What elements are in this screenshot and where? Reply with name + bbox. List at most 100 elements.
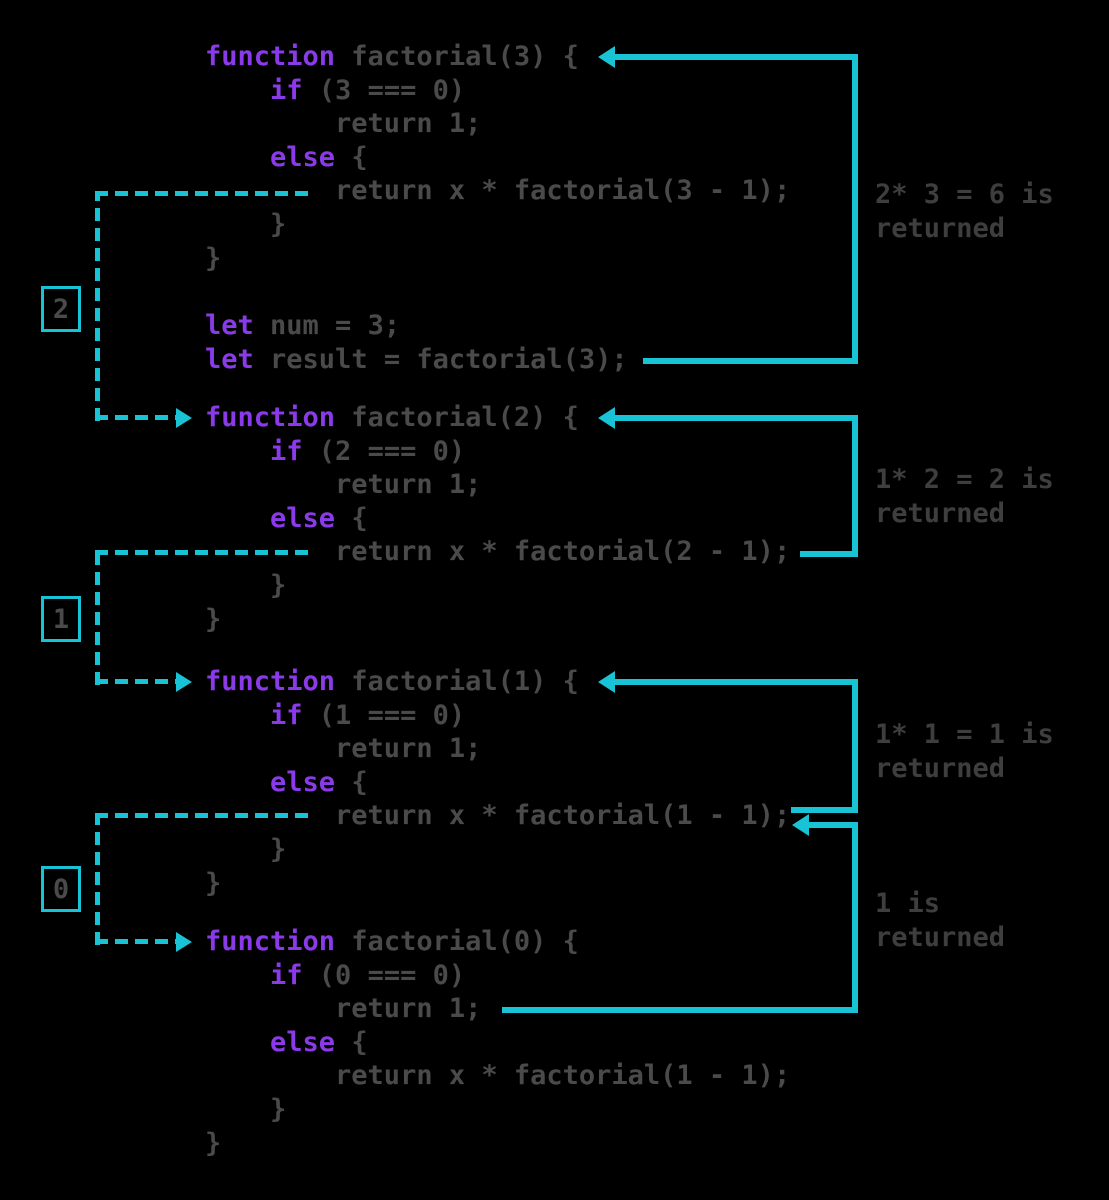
code-line: } <box>205 867 790 901</box>
code-line: function factorial(1) { <box>205 665 790 699</box>
code-line: function factorial(2) { <box>205 401 790 435</box>
annotation-return-1: 1* 1 = 1 is returned <box>875 718 1054 785</box>
annotation-return-1-line1: 1* 1 = 1 is <box>875 719 1054 750</box>
arrowhead-left-icon <box>792 814 809 836</box>
code-token: } <box>205 833 287 865</box>
code-token <box>205 767 270 798</box>
return-arrow-factorial-1-segment <box>852 679 858 813</box>
code-token: factorial(3) { <box>335 41 579 72</box>
annotation-return-base-line2: returned <box>875 921 1006 953</box>
code-block-factorial-3: function factorial(3) { if (3 === 0) ret… <box>205 40 790 275</box>
keyword-token: function <box>205 666 336 697</box>
annotation-return-2-line2: returned <box>875 497 1006 529</box>
keyword-token: if <box>270 435 303 467</box>
arrowhead-right-icon <box>176 932 192 952</box>
code-token: (0 === 0) <box>302 959 466 991</box>
code-token: return x * factorial(1 - 1); <box>205 800 791 832</box>
annotation-return-6-line1: 2* 3 = 6 is <box>875 179 1054 210</box>
code-token: } <box>205 1127 222 1159</box>
code-line: return 1; <box>205 468 790 502</box>
call-arrow-factorial-1-segment <box>95 679 176 684</box>
code-line: } <box>205 833 790 867</box>
code-line: if (0 === 0) <box>205 959 790 993</box>
return-arrow-factorial-1-segment <box>615 679 852 685</box>
call-arrow-factorial-1-segment <box>95 550 100 685</box>
code-token: return x * factorial(3 - 1); <box>205 175 791 207</box>
depth-badge-0-label: 0 <box>52 873 70 905</box>
annotation-return-2: 1* 2 = 2 is returned <box>875 463 1054 530</box>
code-block-main-calls: let num = 3;let result = factorial(3); <box>205 309 628 376</box>
return-arrow-factorial-2-segment <box>615 415 852 421</box>
return-arrow-factorial-0-segment <box>808 822 858 828</box>
code-token: } <box>205 569 287 601</box>
code-line: else { <box>205 1026 790 1060</box>
return-arrow-factorial-1-segment <box>791 807 858 813</box>
code-line: } <box>205 569 790 603</box>
code-token: (1 === 0) <box>302 699 466 731</box>
arrowhead-left-icon <box>598 407 615 429</box>
code-line: if (1 === 0) <box>205 699 790 733</box>
keyword-token: else <box>270 141 336 173</box>
code-token <box>205 75 270 106</box>
code-line: } <box>205 603 790 637</box>
code-block-factorial-1: function factorial(1) { if (1 === 0) ret… <box>205 665 790 900</box>
keyword-token: else <box>270 1026 336 1058</box>
annotation-return-2-line1: 1* 2 = 2 is <box>875 464 1054 495</box>
code-block-factorial-2: function factorial(2) { if (2 === 0) ret… <box>205 401 790 636</box>
code-line: if (2 === 0) <box>205 435 790 469</box>
code-token: } <box>205 208 287 240</box>
code-token: (3 === 0) <box>302 74 466 106</box>
code-token <box>205 1027 270 1058</box>
code-token: factorial(1) { <box>335 666 579 697</box>
keyword-token: if <box>270 74 303 106</box>
call-arrow-factorial-2-segment <box>95 415 176 420</box>
code-token <box>205 503 270 534</box>
code-token <box>205 960 270 991</box>
arrowhead-left-icon <box>598 46 615 68</box>
return-arrow-factorial-3-segment <box>615 54 852 60</box>
depth-badge-2-label: 2 <box>52 293 70 325</box>
code-token: return 1; <box>205 993 482 1025</box>
code-token: return 1; <box>205 733 482 765</box>
code-line: } <box>205 1093 790 1127</box>
arrowhead-right-icon <box>176 672 192 692</box>
depth-badge-0: 0 <box>41 866 81 912</box>
call-arrow-factorial-1-segment <box>95 550 311 555</box>
code-line: return x * factorial(1 - 1); <box>205 1059 790 1093</box>
code-line: function factorial(0) { <box>205 925 790 959</box>
code-line: return 1; <box>205 732 790 766</box>
code-token: return x * factorial(2 - 1); <box>205 536 791 568</box>
code-token: (2 === 0) <box>302 435 466 467</box>
code-line: function factorial(3) { <box>205 40 790 74</box>
code-token: { <box>335 766 368 798</box>
arrowhead-left-icon <box>598 671 615 693</box>
arrowhead-right-icon <box>176 408 192 428</box>
code-line: return x * factorial(2 - 1); <box>205 535 790 569</box>
return-arrow-factorial-3-segment <box>852 54 858 364</box>
code-line: let num = 3; <box>205 309 628 343</box>
depth-badge-2: 2 <box>41 286 81 332</box>
keyword-token: if <box>270 699 303 731</box>
annotation-return-6: 2* 3 = 6 is returned <box>875 178 1054 245</box>
code-token: num = 3; <box>253 310 401 341</box>
return-arrow-factorial-0-segment <box>852 822 858 1013</box>
code-token: return 1; <box>205 469 482 501</box>
code-token: { <box>335 1026 368 1058</box>
keyword-token: else <box>270 766 336 798</box>
depth-badge-1: 1 <box>41 596 81 642</box>
call-arrow-factorial-0-segment <box>95 813 100 945</box>
code-block-factorial-0: function factorial(0) { if (0 === 0) ret… <box>205 925 790 1160</box>
code-line: return x * factorial(1 - 1); <box>205 799 790 833</box>
code-line: else { <box>205 766 790 800</box>
code-token: { <box>335 502 368 534</box>
return-arrow-factorial-0-segment <box>502 1007 858 1013</box>
keyword-token: else <box>270 502 336 534</box>
code-line: return 1; <box>205 992 790 1026</box>
code-token <box>205 142 270 173</box>
keyword-token: function <box>205 926 336 957</box>
annotation-return-6-line2: returned <box>875 212 1006 244</box>
code-line: else { <box>205 141 790 175</box>
return-arrow-factorial-2-segment <box>852 415 858 557</box>
code-token: return 1; <box>205 108 482 140</box>
